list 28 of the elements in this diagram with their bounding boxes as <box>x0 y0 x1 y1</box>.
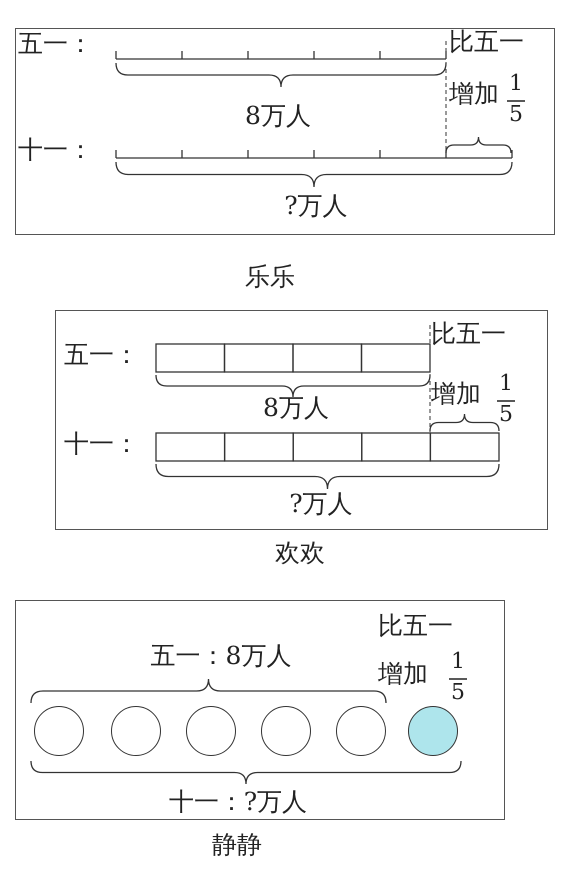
note-text: 增加 <box>431 381 481 406</box>
brace-label: ?万人 <box>289 491 353 516</box>
brace-label: 8万人 <box>263 395 329 420</box>
panel-name: 静静 <box>212 832 262 857</box>
fraction-denominator: 5 <box>499 404 513 426</box>
fraction-numerator: 1 <box>451 651 465 673</box>
diagram-panel <box>55 310 548 530</box>
fraction-numerator: 1 <box>509 73 523 95</box>
row-label: 十一： <box>18 137 93 162</box>
brace-label: 五一：8万人 <box>150 643 292 668</box>
note-text: 增加 <box>378 661 428 686</box>
diagram-panel <box>15 600 505 820</box>
note-text: 比五一 <box>431 321 506 346</box>
row-label: 十一： <box>64 431 139 456</box>
brace-label: 十一：?万人 <box>168 789 308 814</box>
fraction-numerator: 1 <box>499 373 513 395</box>
row-label: 五一： <box>18 31 93 56</box>
note-text: 增加 <box>449 81 499 106</box>
diagram-panel <box>15 28 555 235</box>
panel-name: 乐乐 <box>245 264 295 289</box>
note-text: 比五一 <box>449 29 524 54</box>
panel-name: 欢欢 <box>275 540 325 565</box>
note-text: 比五一 <box>378 613 453 638</box>
row-label: 五一： <box>64 342 139 367</box>
brace-label: 8万人 <box>245 103 311 128</box>
fraction-denominator: 5 <box>451 682 465 704</box>
brace-label: ?万人 <box>284 193 348 218</box>
fraction-denominator: 5 <box>509 104 523 126</box>
